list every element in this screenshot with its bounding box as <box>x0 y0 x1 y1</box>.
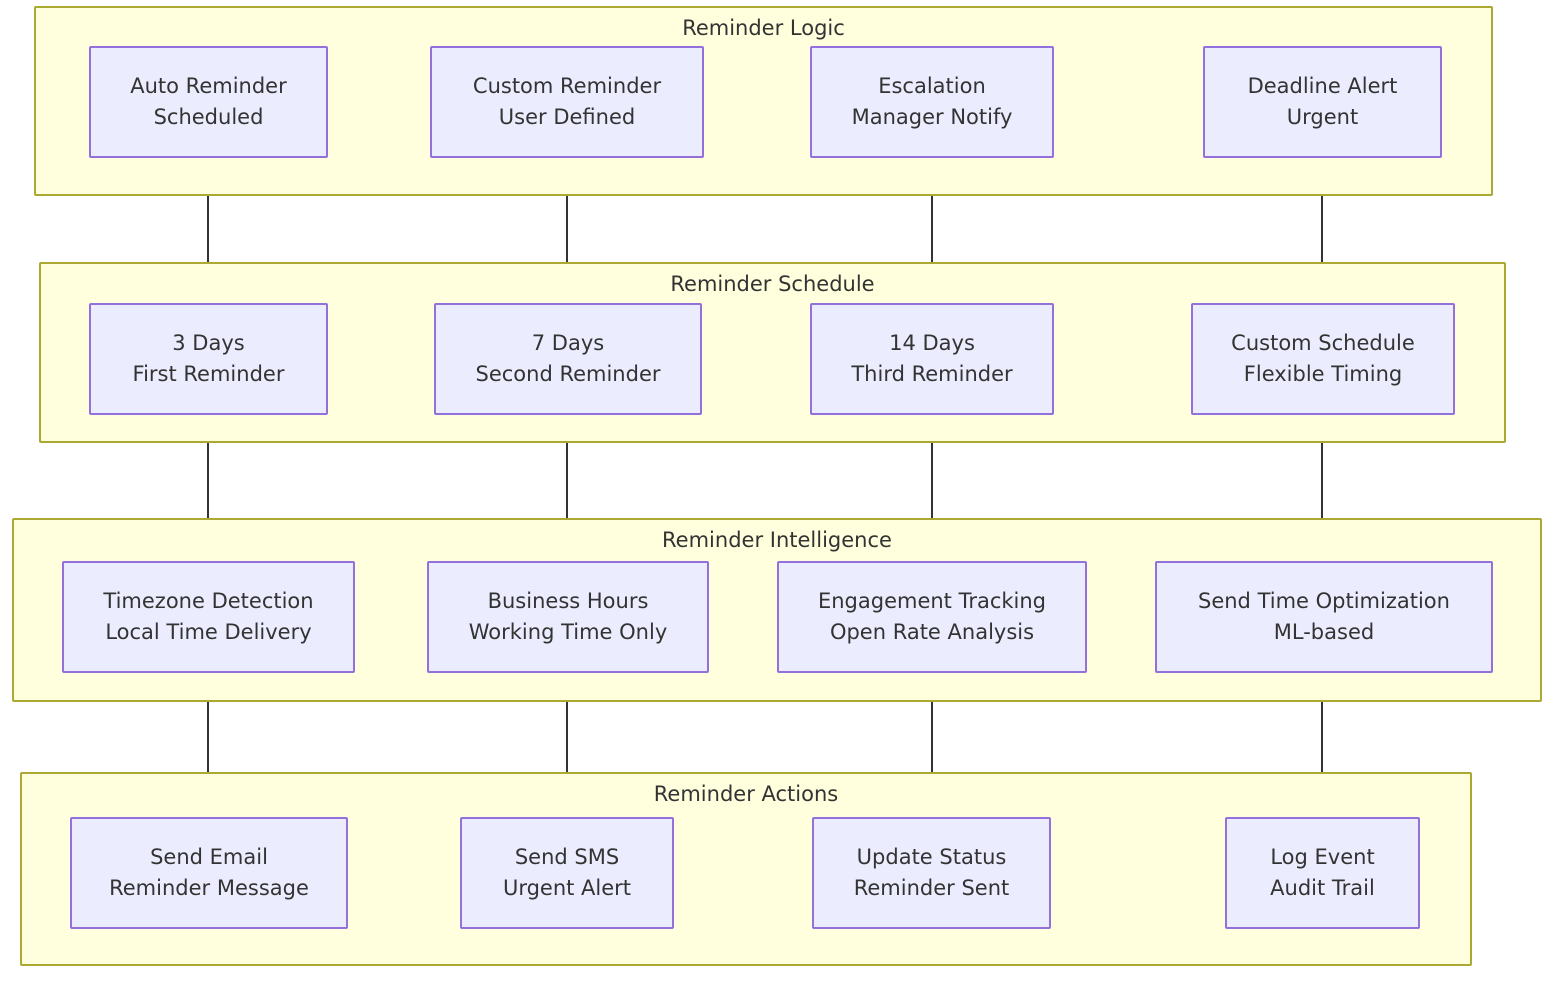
node-label-secondary: First Reminder <box>132 362 285 386</box>
node-label-secondary: Second Reminder <box>475 362 661 386</box>
node-label-primary: 3 Days <box>172 331 245 355</box>
node-label-primary: 7 Days <box>531 331 605 355</box>
node-label-secondary: Local Time Delivery <box>105 620 312 644</box>
node-label-secondary: Open Rate Analysis <box>829 620 1035 644</box>
node-label-secondary: Third Reminder <box>851 362 1013 386</box>
node-label-primary: Send SMS <box>514 845 620 869</box>
node-label-primary: Send Time Optimization <box>1198 589 1450 613</box>
node-label-secondary: User Defined <box>498 105 636 129</box>
node-label-secondary: Reminder Message <box>109 876 309 900</box>
node-label-primary: Custom Schedule <box>1231 331 1415 355</box>
node-label-primary: Timezone Detection <box>103 589 314 613</box>
node-label-primary: Send Email <box>150 845 268 869</box>
node-label-primary: Business Hours <box>487 589 649 613</box>
node-label-primary: Update Status <box>856 845 1007 869</box>
node-label-primary: Auto Reminder <box>130 74 287 98</box>
node-label-secondary: Working Time Only <box>468 620 668 644</box>
cluster-title-reminder-intelligence: Reminder Intelligence <box>662 528 892 552</box>
cluster-title-reminder-logic: Reminder Logic <box>682 16 845 40</box>
node-label-secondary: Urgent <box>1286 105 1359 129</box>
node-label-secondary: Flexible Timing <box>1243 362 1403 386</box>
node-label-secondary: Urgent Alert <box>502 876 632 900</box>
node-label-primary: Deadline Alert <box>1247 74 1398 98</box>
node-label-primary: Log Event <box>1270 845 1375 869</box>
cluster-title-reminder-schedule: Reminder Schedule <box>670 272 875 296</box>
node-label-secondary: ML-based <box>1273 620 1375 644</box>
cluster-title-reminder-actions: Reminder Actions <box>653 782 839 806</box>
node-label-primary: Engagement Tracking <box>817 589 1047 613</box>
node-label-secondary: Manager Notify <box>851 105 1013 129</box>
node-label-secondary: Reminder Sent <box>853 876 1010 900</box>
node-label-primary: 14 Days <box>889 331 975 355</box>
node-label-primary: Escalation <box>878 74 986 98</box>
node-label-primary: Custom Reminder <box>472 74 662 98</box>
node-send-sms[interactable]: Send SMS Urgent Alert <box>460 817 674 929</box>
node-label-secondary: Scheduled <box>153 105 264 129</box>
node-label-secondary: Audit Trail <box>1270 876 1375 900</box>
